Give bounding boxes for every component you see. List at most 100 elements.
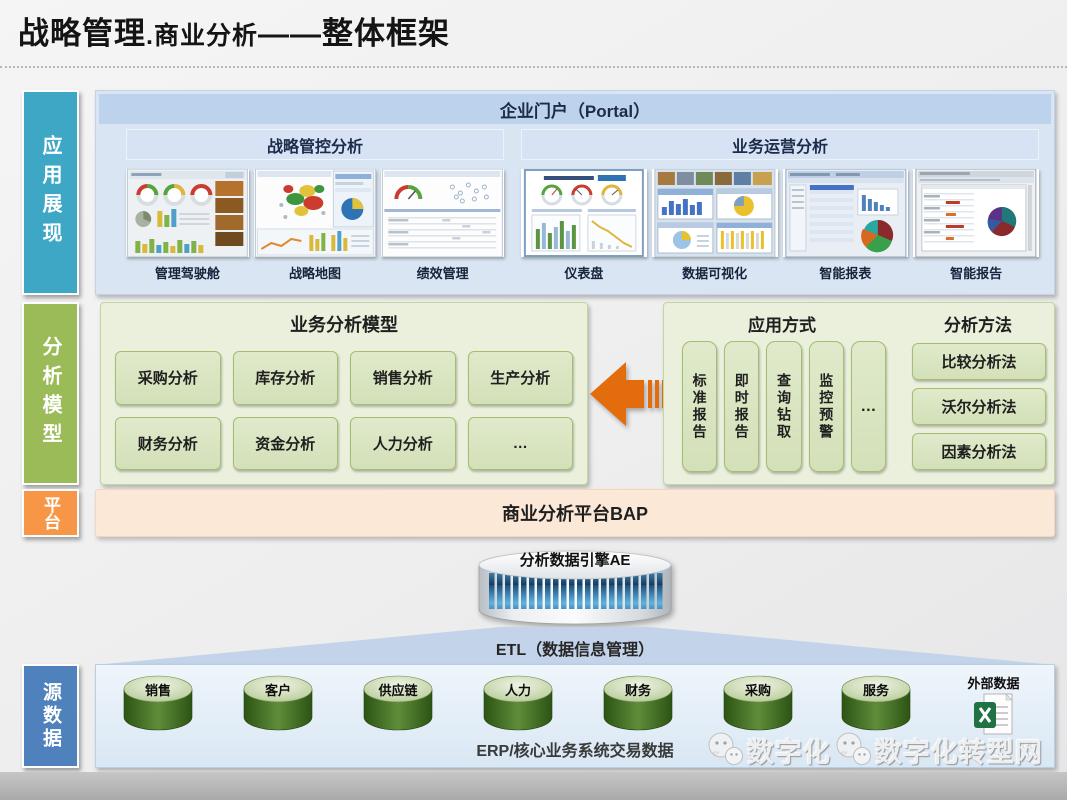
engine-label: 分析数据引擎AE [519, 552, 631, 569]
application-title: 应用方式 [748, 316, 816, 335]
db-label: 财务 [624, 683, 651, 698]
watermark: 数字化 数字化转型网 [705, 730, 1043, 770]
etl-band [95, 627, 1055, 665]
db-cylinder-supply-chain: 供应链 [360, 673, 436, 737]
gauge-dashboard-screenshot-icon [521, 169, 647, 257]
external-data: 外部数据 [941, 673, 1046, 745]
visualization-screenshot-icon [651, 169, 778, 257]
watermark-text-1: 数字化 [747, 737, 831, 768]
source-data-panel: 销售 客户 供应链 人力 财务 采购 服务 外部数据 ERP/核心业务系统交易数… [95, 664, 1055, 768]
thumb-dashboard: 仪表盘 [521, 169, 647, 282]
performance-report-screenshot-icon [381, 169, 505, 257]
thumb-label: 管理驾驶舱 [154, 266, 220, 281]
wechat-icon [836, 732, 871, 765]
mode-standard-report: 标准报告 [682, 341, 718, 472]
mode-label: 查询钻取 [776, 372, 792, 441]
model-item-sales: 销售分析 [350, 351, 456, 405]
external-data-label: 外部数据 [967, 676, 1020, 691]
mode-more: … [850, 341, 887, 472]
group-title: 业务运营分析 [521, 129, 1039, 160]
bottom-bar [0, 772, 1067, 800]
db-cylinder-finance: 财务 [600, 673, 676, 737]
thumb-management-cockpit: 管理驾驶舱 [126, 169, 249, 282]
thumb-performance-mgmt: 绩效管理 [381, 169, 505, 282]
model-item-procurement: 采购分析 [115, 351, 221, 405]
thumb-label: 智能报表 [819, 266, 872, 281]
db-label: 服务 [862, 683, 889, 698]
sidebar-label: 源数据 [40, 681, 61, 751]
etl-label: ETL（数据信息管理） [495, 642, 655, 659]
model-item-capital: 资金分析 [232, 416, 338, 470]
thumb-label: 仪表盘 [564, 266, 604, 281]
sidebar-label: 应用展现 [39, 134, 61, 251]
spreadsheet-report-screenshot-icon [913, 169, 1039, 257]
engine-cylinder-icon [478, 550, 672, 625]
erp-caption: ERP/核心业务系统交易数据 [476, 743, 674, 760]
application-mode-list: 标准报告 即时报告 查询钻取 监控预警 … [682, 341, 887, 472]
db-label: 销售 [144, 683, 171, 698]
title-divider [0, 66, 1067, 68]
db-cylinder-customer: 客户 [240, 673, 316, 737]
mode-query-drill: 查询钻取 [766, 341, 802, 472]
db-label: 供应链 [378, 683, 418, 698]
analysis-model-panel: 业务分析模型 采购分析 库存分析 销售分析 生产分析 财务分析 资金分析 人力分… [100, 302, 588, 485]
title-main: 战略管理 [18, 16, 146, 51]
db-cylinder-hr: 人力 [480, 673, 556, 737]
db-label: 人力 [504, 683, 531, 698]
model-item-finance: 财务分析 [115, 416, 221, 470]
mode-label: 即时报告 [733, 372, 750, 441]
sidebar-item-analysis-model: 分析模型 [22, 302, 79, 485]
mode-label: 监控预警 [818, 372, 835, 441]
sidebar-label: 分析模型 [39, 335, 61, 452]
title-tail: ——整体框架 [257, 16, 450, 51]
sidebar-label: 平台 [41, 496, 60, 530]
sidebar-item-platform: 平台 [22, 489, 79, 537]
method-wall: 沃尔分析法 [912, 388, 1046, 425]
thumb-data-visualization: 数据可视化 [651, 169, 778, 282]
thumb-row: 管理驾驶舱 [126, 169, 505, 282]
model-grid: 采购分析 库存分析 销售分析 生产分析 财务分析 资金分析 人力分析 … [115, 351, 573, 470]
sidebar-item-source-data: 源数据 [22, 664, 79, 768]
mode-monitor-alert: 监控预警 [808, 341, 844, 472]
model-item-more: … [467, 416, 573, 470]
thumb-label: 战略地图 [289, 266, 342, 281]
db-label: 采购 [744, 683, 771, 698]
model-item-production: 生产分析 [467, 351, 573, 405]
db-cylinder-procurement: 采购 [720, 673, 796, 737]
left-arrow-icon [590, 362, 666, 426]
watermark-text-2: 数字化转型网 [875, 737, 1043, 768]
portal-panel: 企业门户（Portal） 战略管控分析 [95, 90, 1055, 295]
thumb-label: 智能报告 [950, 266, 1003, 281]
page-title: 战略管理.商业分析——整体框架 [18, 8, 450, 53]
group-strategy-analysis: 战略管控分析 [126, 129, 505, 288]
thumb-strategy-map: 战略地图 [253, 169, 377, 282]
group-title: 战略管控分析 [126, 129, 504, 160]
excel-icon [973, 693, 1013, 735]
portal-header: 企业门户（Portal） [99, 94, 1051, 124]
mode-label: 标准报告 [691, 372, 708, 441]
platform-bar: 商业分析平台BAP [95, 489, 1055, 537]
db-cylinder-sales: 销售 [120, 673, 196, 737]
method-comparative: 比较分析法 [912, 343, 1046, 380]
thumb-row: 仪表盘 [521, 169, 1039, 282]
thumb-smart-report-table: 智能报表 [782, 169, 909, 282]
application-methods-panel: 应用方式 分析方法 标准报告 即时报告 查询钻取 监控预警 … 比较分析法 沃尔… [663, 302, 1055, 485]
group-operations-analysis: 业务运营分析 [521, 129, 1039, 288]
db-label: 客户 [264, 683, 291, 698]
method-list: 比较分析法 沃尔分析法 因素分析法 [912, 343, 1046, 470]
wechat-icon [708, 732, 743, 765]
thumb-label: 数据可视化 [682, 266, 748, 281]
methods-title: 分析方法 [944, 316, 1012, 335]
dashboard-screenshot-icon [126, 169, 249, 257]
method-factor: 因素分析法 [912, 433, 1046, 470]
model-item-inventory: 库存分析 [232, 351, 338, 405]
thumb-smart-report-doc: 智能报告 [913, 169, 1039, 282]
thumb-label: 绩效管理 [416, 266, 469, 281]
mode-label: … [860, 397, 877, 415]
sidebar-item-app-display: 应用展现 [22, 90, 79, 295]
title-sub: .商业分析 [146, 22, 258, 50]
model-item-hr: 人力分析 [350, 416, 456, 470]
db-cylinder-service: 服务 [838, 673, 914, 737]
mode-instant-report: 即时报告 [724, 341, 760, 472]
